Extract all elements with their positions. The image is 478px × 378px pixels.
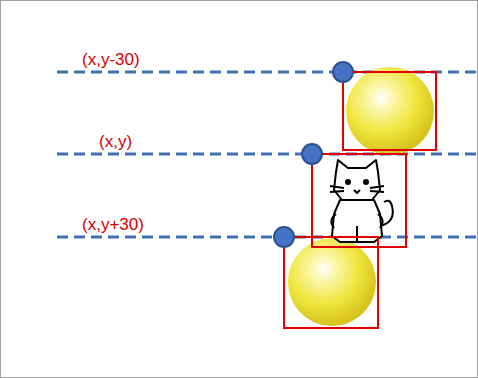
- coordinate-label: (x,y): [99, 133, 132, 152]
- anchor-dot: [274, 227, 294, 247]
- bounding-box: [312, 154, 406, 247]
- anchor-dot: [302, 144, 322, 164]
- bounding-box: [284, 237, 378, 328]
- anchor-dot: [333, 62, 353, 82]
- guide-line: [57, 236, 478, 239]
- anchor-dots: [274, 62, 353, 247]
- ball-sprite: [288, 238, 376, 326]
- cat-sprite: [330, 160, 393, 242]
- bounding-boxes: [284, 72, 436, 328]
- guide-line: [57, 153, 478, 156]
- coordinate-label: (x,y+30): [82, 216, 144, 235]
- coordinate-label: (x,y-30): [82, 51, 140, 70]
- ball-sprite: [346, 67, 434, 155]
- bounding-box: [343, 72, 436, 150]
